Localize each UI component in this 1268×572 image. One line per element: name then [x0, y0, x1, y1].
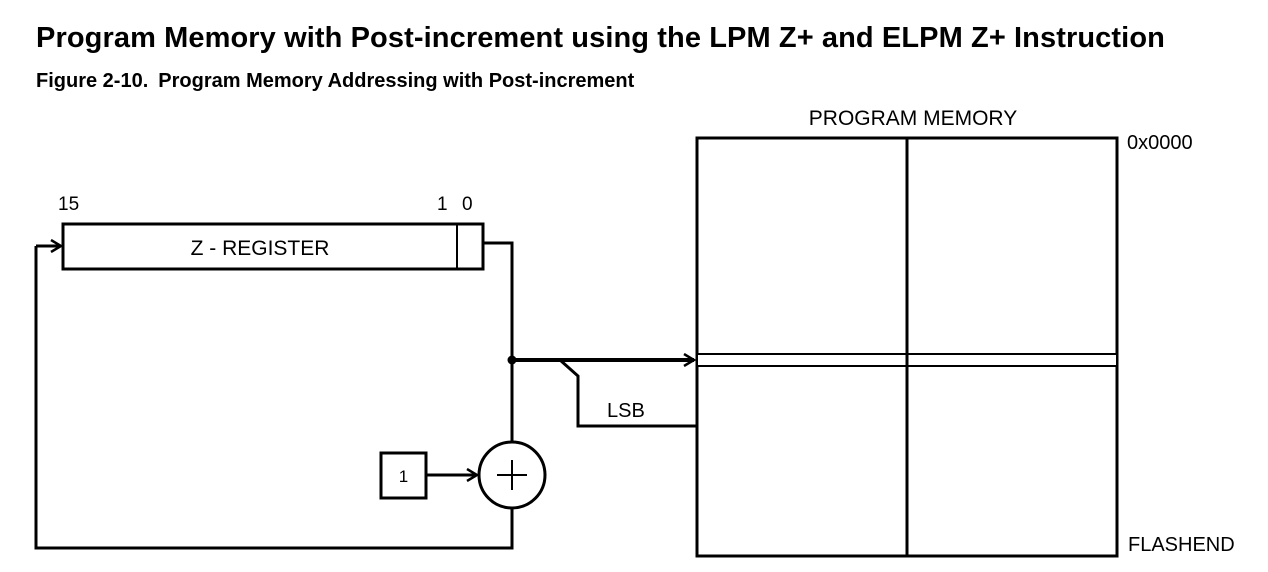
z-register: Z - REGISTER [61, 222, 485, 271]
bit-0-label: 0 [462, 194, 473, 215]
lsb-label: LSB [607, 400, 645, 422]
bit-15-label: 15 [58, 194, 79, 215]
memory-end-address: FLASHEND [1128, 534, 1235, 556]
feedback-wire [34, 246, 514, 550]
adder [477, 440, 547, 510]
increment-box: 1 [379, 451, 428, 500]
figure-title: Program Memory Addressing with Post-incr… [158, 70, 635, 92]
memory-start-address: 0x0000 [1127, 132, 1193, 154]
increment-value: 1 [399, 467, 408, 486]
figure-number: Figure 2-10. [36, 70, 149, 92]
figure-caption: Figure 2-10. Program Memory Addressing wi… [36, 70, 634, 93]
bit-1-label: 1 [437, 194, 448, 215]
z-register-label: Z - REGISTER [191, 237, 330, 260]
register-output-wire [483, 241, 514, 360]
page-heading: Program Memory with Post-increment using… [36, 22, 1165, 54]
program-memory-block [695, 136, 1119, 558]
memory-title: PROGRAM MEMORY [809, 107, 1017, 130]
